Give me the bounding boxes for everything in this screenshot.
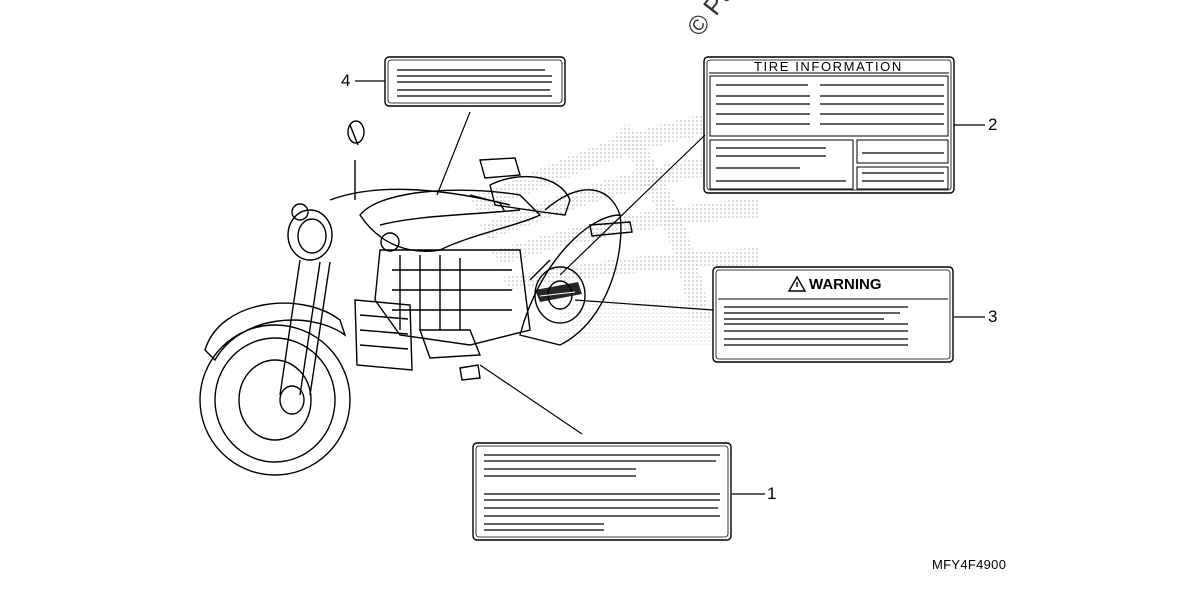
callout-3: 3 [988,307,998,326]
drawing-code: MFY4F4900 [932,557,1007,572]
warning-triangle-icon [787,275,807,292]
label-3-warning[interactable] [712,266,954,363]
callout-2: 2 [988,115,998,134]
warning-title: WARNING [809,276,882,293]
label-1-sticker[interactable] [472,442,732,541]
callout-4: 4 [341,71,351,90]
sticker-location-markers [535,282,582,302]
tire-information-title: TIRE INFORMATION [754,59,903,74]
motorcycle-drawing [199,120,633,476]
callout-1: 1 [767,484,777,503]
leader-lines [355,80,985,495]
label-2-tire-information[interactable] [703,56,955,194]
label-4-caution-sticker[interactable] [384,56,566,107]
